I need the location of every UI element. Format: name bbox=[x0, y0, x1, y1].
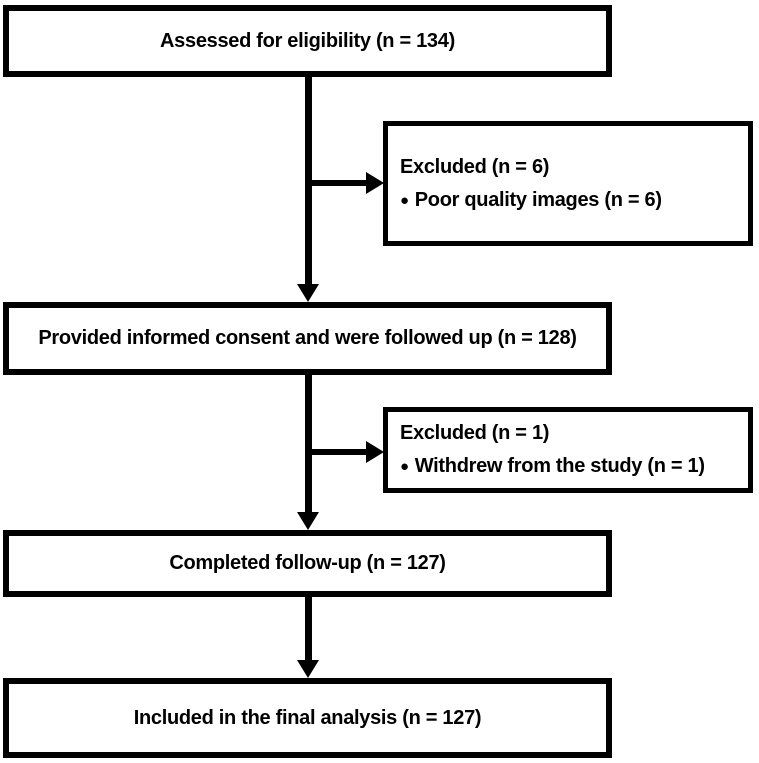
excluded-2-title: Excluded (n = 1) bbox=[400, 422, 550, 444]
box-included-label: Included in the final analysis (n = 127) bbox=[133, 706, 482, 729]
arrow-completed-to-included-head-icon bbox=[297, 660, 319, 678]
arrow-branch-excluded-2-line bbox=[305, 449, 367, 455]
arrow-consent-to-completed-head-icon bbox=[297, 512, 319, 530]
excluded-1-item-text: Poor quality images (n = 6) bbox=[414, 188, 662, 211]
box-completed-label: Completed follow-up (n = 127) bbox=[169, 552, 446, 574]
excluded-2-item: ● Withdrew from the study (n = 1) bbox=[400, 450, 748, 483]
box-excluded-2: Excluded (n = 1) ● Withdrew from the stud… bbox=[383, 407, 753, 493]
box-consent-label: Provided informed consent and were follo… bbox=[38, 327, 577, 349]
arrow-branch-excluded-1-head-icon bbox=[366, 172, 384, 194]
box-assessed-label: Assessed for eligibility (n = 134) bbox=[160, 29, 455, 52]
arrow-branch-excluded-2-head-icon bbox=[366, 441, 384, 463]
bullet-icon: ● bbox=[400, 458, 409, 475]
box-included-final-analysis: Included in the final analysis (n = 127) bbox=[3, 678, 612, 758]
excluded-1-title: Excluded (n = 6) bbox=[400, 155, 550, 178]
excluded-1-item: ● Poor quality images (n = 6) bbox=[400, 184, 748, 217]
box-excluded-1: Excluded (n = 6) ● Poor quality images (n… bbox=[383, 121, 753, 246]
bullet-icon: ● bbox=[400, 191, 409, 209]
arrow-branch-excluded-1-line bbox=[305, 180, 367, 186]
box-completed-follow-up: Completed follow-up (n = 127) bbox=[3, 530, 612, 597]
arrow-assessed-to-consent-head-icon bbox=[297, 284, 319, 302]
box-provided-informed-consent: Provided informed consent and were follo… bbox=[3, 302, 612, 375]
box-assessed-for-eligibility: Assessed for eligibility (n = 134) bbox=[3, 5, 612, 77]
excluded-2-item-text: Withdrew from the study (n = 1) bbox=[414, 455, 705, 477]
arrow-consent-to-completed-line bbox=[305, 375, 312, 514]
arrow-completed-to-included-line bbox=[305, 597, 312, 662]
